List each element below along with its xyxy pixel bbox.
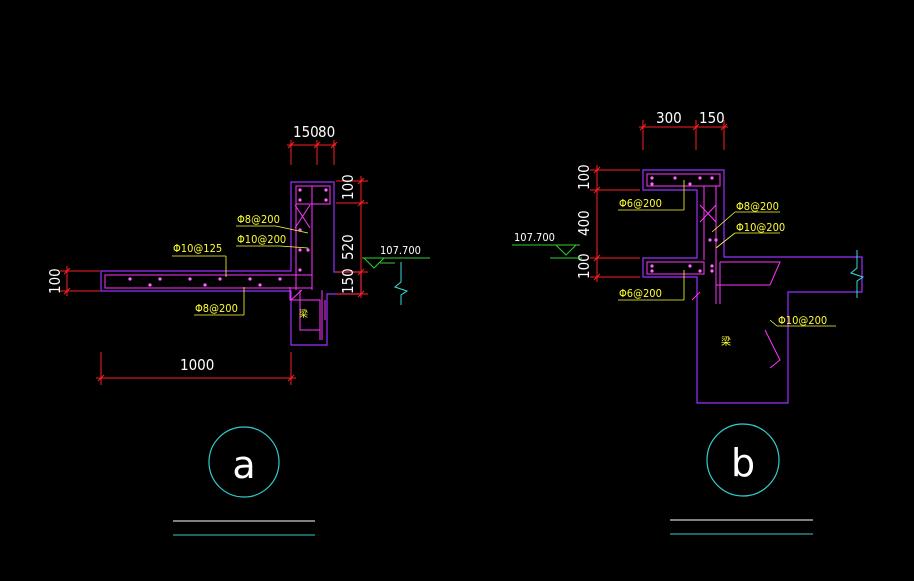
detail-a-dim-right-mid: 520 [339,234,357,260]
detail-a-rebar-dots [128,188,328,287]
detail-b-elevation-mark [512,244,582,259]
detail-a: 150 80 100 520 150 100 [46,123,430,536]
detail-a-left-dimension [60,266,100,296]
detail-a-elevation: 107.700 [380,244,421,257]
detail-b-rebar-dots [650,176,718,273]
detail-b-dim-top-1: 300 [656,109,682,127]
detail-a-dim-right-bottom: 150 [339,268,357,294]
detail-a-dim-right-top: 100 [339,174,357,200]
detail-b-rebar [646,173,781,369]
detail-a-break-line [393,262,409,305]
detail-a-tag-circle [208,426,280,498]
detail-a-bottom-dimension [96,352,296,385]
detail-a-dim-top-1: 150 [293,123,319,141]
detail-a-dim-left: 100 [46,268,64,294]
detail-a-top-dimension [287,140,338,165]
detail-b-tag-circle [706,423,780,497]
detail-b-break-line [849,250,865,298]
detail-a-section-outline [100,181,362,346]
detail-b-rebar-label-3: Φ10@200 [736,221,785,234]
detail-b-elevation: 107.700 [514,231,555,244]
detail-b-dim-left-bottom: 100 [575,253,593,279]
detail-b: 300 150 100 400 100 [512,109,865,535]
detail-b-dim-left-mid: 400 [575,210,593,236]
detail-a-dim-bottom: 1000 [180,356,214,374]
detail-b-rebar-label-1: Φ6@200 [619,197,662,210]
detail-a-rebar-label-3: Φ10@125 [173,242,222,255]
detail-a-dim-top-2: 80 [318,123,335,141]
detail-b-rebar-label-2: Φ8@200 [736,200,779,213]
detail-b-leaders [618,180,836,327]
detail-b-section-outline [642,169,863,404]
detail-b-tag: b [731,441,755,485]
detail-a-elevation-mark [362,257,430,269]
detail-a-rebar [104,185,331,340]
detail-b-dim-top-2: 150 [699,109,725,127]
detail-a-tag: a [232,443,255,487]
detail-a-right-dimension [336,176,368,298]
detail-b-top-dimension [639,120,728,150]
detail-b-rebar-label-5: Φ10@200 [778,314,827,327]
detail-a-leaders [172,225,309,316]
detail-b-dim-left-top: 100 [575,164,593,190]
detail-a-member-label: 梁 [299,308,308,320]
detail-a-rebar-label-2: Φ10@200 [237,233,286,246]
detail-a-rebar-label-1: Φ8@200 [237,213,280,226]
detail-b-left-dimension [590,165,640,282]
detail-b-member-label: 梁 [721,335,731,348]
detail-b-rebar-label-4: Φ6@200 [619,287,662,300]
detail-a-rebar-label-4: Φ8@200 [195,302,238,315]
